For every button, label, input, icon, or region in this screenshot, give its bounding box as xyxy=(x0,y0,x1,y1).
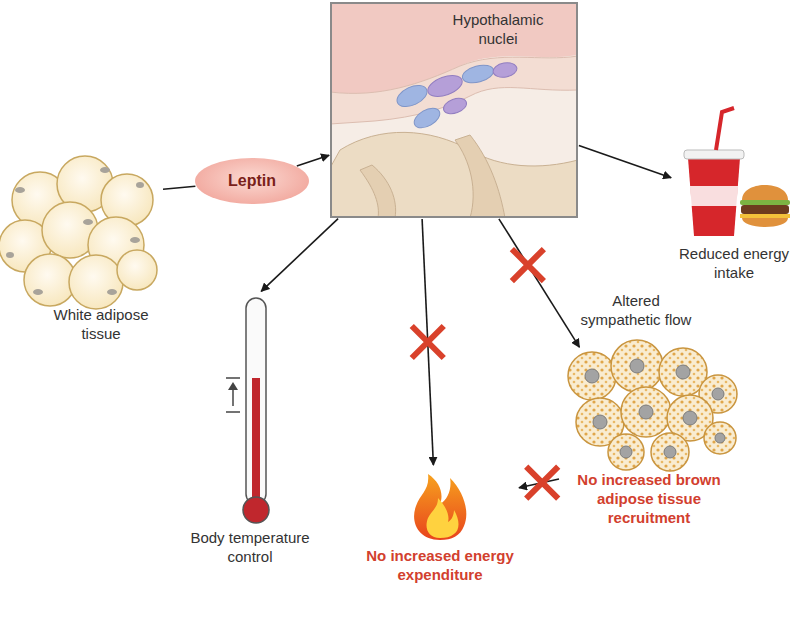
white-adipocyte-nuclei-part xyxy=(136,182,144,188)
white-adipocyte-nuclei-part xyxy=(83,219,93,225)
thermometer-part xyxy=(228,382,238,390)
brain-section-part xyxy=(492,61,518,79)
white-adipocytes-part xyxy=(117,250,157,290)
flame-icon-part xyxy=(414,474,466,540)
brain-section-part xyxy=(460,62,495,86)
brown-adipocyte-nuclei-part xyxy=(664,446,676,458)
brain-section xyxy=(332,4,576,216)
food-icon-part xyxy=(740,200,790,205)
flame-icon-part xyxy=(427,498,459,538)
node-label: Reduced energy intake xyxy=(674,244,794,282)
brain-section-part xyxy=(360,165,396,216)
connector-arrow xyxy=(261,219,338,292)
connector-arrow xyxy=(163,186,195,189)
brain-section-part xyxy=(332,4,576,216)
food-icon-part xyxy=(741,205,789,214)
brain-section-part xyxy=(441,95,468,116)
white-adipocyte-nuclei-part xyxy=(100,167,110,173)
brown-adipocytes-part xyxy=(608,434,644,470)
white-adipocyte-nuclei-part xyxy=(33,289,43,295)
thermometer-icon: Body temperature control xyxy=(185,292,315,577)
white-adipose-tissue: White adipose tissue xyxy=(2,155,162,350)
food-icon-part xyxy=(716,108,734,150)
node-label: Body temperature control xyxy=(185,528,315,566)
white-adipocyte-nuclei xyxy=(6,167,144,295)
white-adipocytes-part xyxy=(69,255,123,309)
brown-adipocyte-nuclei-part xyxy=(593,415,607,429)
node-label: No increased brown adipose tissue recrui… xyxy=(565,470,733,527)
thermometer-part xyxy=(226,378,240,412)
brown-adipocyte-nuclei-part xyxy=(683,411,697,425)
brown-adipocyte-nuclei-part xyxy=(715,433,725,443)
blocked-cross xyxy=(526,467,558,499)
brain-section-part xyxy=(332,56,576,124)
brown-adipocytes xyxy=(568,340,737,471)
brown-adipocyte-nuclei-part xyxy=(620,446,632,458)
food-icon-part xyxy=(742,218,788,227)
brain-section-part xyxy=(455,135,505,216)
brown-adipocyte-nuclei-part xyxy=(676,365,690,379)
edge-label: Altered sympathetic flow xyxy=(576,290,696,330)
brain-section-part xyxy=(425,71,465,100)
hypothalamus-frame: Hypothalamic nuclei xyxy=(330,2,578,218)
leptin-ellipse: Leptin xyxy=(195,158,309,204)
node-label: No increased energy expenditure xyxy=(362,546,518,584)
connector-arrow xyxy=(297,155,329,166)
food-icon xyxy=(684,108,790,236)
blocked-cross xyxy=(412,326,444,358)
brown-adipocytes-part xyxy=(621,387,671,437)
food-icon-part xyxy=(688,158,740,236)
node-label: Leptin xyxy=(195,171,309,190)
brown-adipocyte-nuclei-part xyxy=(630,359,644,373)
white-adipocyte-nuclei-part xyxy=(107,289,117,295)
thermometer-part-part xyxy=(226,411,240,413)
connector-arrow xyxy=(579,146,671,178)
white-adipocyte-nuclei-part xyxy=(6,252,14,258)
food-icon-part xyxy=(742,185,788,200)
node-label: White adipose tissue xyxy=(42,305,160,343)
node-label: Hypothalamic nuclei xyxy=(440,10,556,48)
brain-section-part xyxy=(394,81,431,111)
brown-adipose-tissue: No increased brown adipose tissue recrui… xyxy=(560,348,735,531)
brown-adipocytes-part xyxy=(651,433,689,471)
white-adipocyte-nuclei-part xyxy=(15,187,25,193)
brain-section-part xyxy=(411,104,443,132)
connector-arrow xyxy=(499,219,580,347)
brown-adipocyte-nuclei-part xyxy=(639,405,653,419)
blocked-cross xyxy=(512,249,544,281)
thermometer xyxy=(226,298,269,523)
brain-section-part xyxy=(332,132,576,216)
brown-adipocytes-part xyxy=(704,422,736,454)
brown-adipocytes-part xyxy=(611,340,663,392)
energy-expenditure-icon: No increased energy expenditure xyxy=(362,466,518,592)
white-adipocytes-part xyxy=(24,254,76,306)
brown-adipocyte-nuclei xyxy=(585,359,725,458)
brown-adipocyte-nuclei-part xyxy=(585,369,599,383)
thermometer-part-part xyxy=(226,377,240,379)
brown-adipocyte-nuclei-part xyxy=(712,388,724,400)
flame-icon xyxy=(414,474,466,540)
white-adipocytes xyxy=(0,156,157,309)
brown-adipocytes-part xyxy=(568,352,616,400)
thermometer-part xyxy=(252,378,260,508)
thermometer-part xyxy=(243,497,269,523)
white-adipocyte-nuclei-part xyxy=(130,237,140,243)
food-icon-part xyxy=(740,214,790,218)
food-icon-part xyxy=(690,186,738,206)
food-icon-part xyxy=(684,150,744,159)
energy-intake-icon: Reduced energy intake xyxy=(672,104,796,286)
